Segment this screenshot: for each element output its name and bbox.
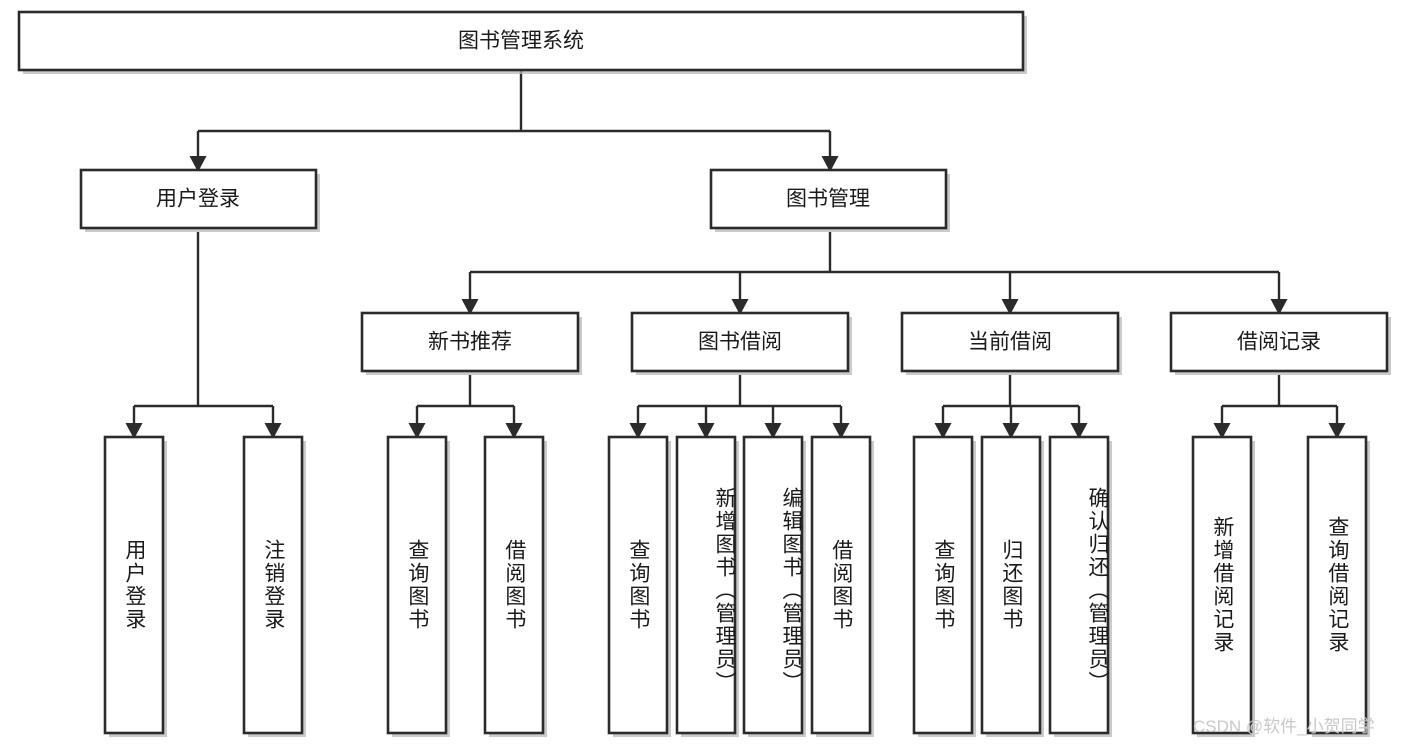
node-new-book-recommend-label: 新书推荐 — [428, 331, 512, 354]
leaf-box-group — [103, 435, 1370, 737]
leaf-new-book-1[interactable] — [386, 435, 450, 737]
leaf-book-borrow-4[interactable] — [810, 435, 874, 737]
leaf-book-borrow-1[interactable] — [607, 435, 671, 737]
node-user-login[interactable]: 用户登录 — [79, 168, 320, 232]
leaf-borrow-record-2[interactable] — [1306, 435, 1370, 737]
node-current-borrow[interactable]: 当前借阅 — [900, 311, 1122, 375]
leaf-current-borrow-3[interactable] — [1048, 435, 1112, 737]
node-book-manage[interactable]: 图书管理 — [709, 168, 950, 232]
leaf-book-borrow-2[interactable] — [675, 435, 739, 737]
node-book-borrow[interactable]: 图书借阅 — [630, 311, 852, 375]
node-root[interactable]: 图书管理系统 — [17, 10, 1027, 74]
leaf-current-borrow-1[interactable] — [912, 435, 976, 737]
leaf-user-login-1[interactable] — [103, 435, 167, 737]
node-borrow-record[interactable]: 借阅记录 — [1169, 311, 1391, 375]
node-borrow-record-label: 借阅记录 — [1237, 331, 1321, 354]
node-current-borrow-label: 当前借阅 — [968, 331, 1052, 354]
node-book-borrow-label: 图书借阅 — [698, 331, 782, 354]
node-new-book-recommend[interactable]: 新书推荐 — [360, 311, 582, 375]
connector-group — [125, 70, 1346, 439]
leaf-current-borrow-2[interactable] — [980, 435, 1044, 737]
node-user-login-label: 用户登录 — [156, 188, 240, 211]
node-root-label: 图书管理系统 — [458, 30, 584, 53]
leaf-new-book-2[interactable] — [483, 435, 547, 737]
leaf-book-borrow-3[interactable] — [742, 435, 806, 737]
csdn-watermark: CSDN @软件_小贺同学 — [1193, 717, 1375, 736]
leaf-borrow-record-1[interactable] — [1191, 435, 1255, 737]
leaf-user-login-2[interactable] — [242, 435, 306, 737]
node-book-manage-label: 图书管理 — [786, 188, 870, 211]
